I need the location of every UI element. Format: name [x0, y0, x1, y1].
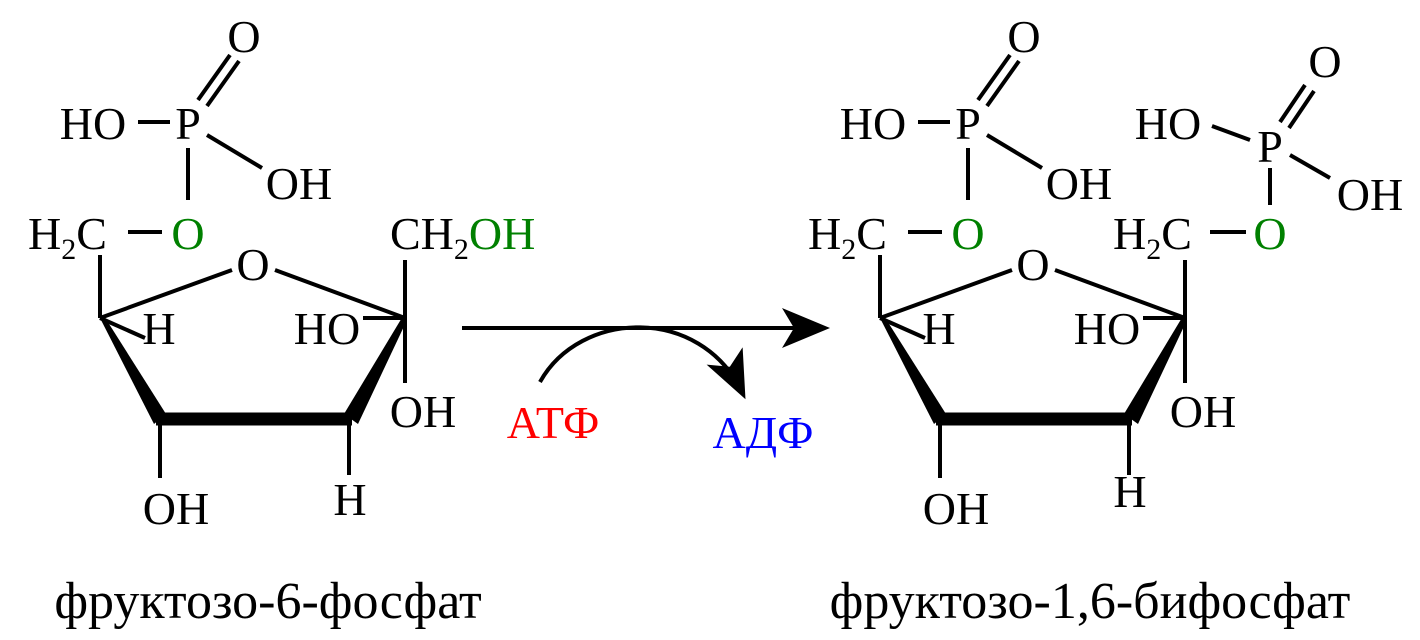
double-bond-oxygen-1: O	[1007, 11, 1040, 62]
c6-c: C	[76, 208, 107, 259]
bond-p1-o-double-a	[976, 53, 1012, 102]
phosphate-ho-label: HO	[60, 98, 126, 149]
fructose-1-6-bisphosphate-structure: P O HO OH O H2C O H HO OH H OH H2C O P O…	[808, 11, 1403, 534]
bond-p-o-double-a	[196, 53, 232, 102]
ester-oxygen: O	[171, 208, 204, 259]
ring-oxygen: O	[1016, 239, 1049, 290]
phosphate-oh-label: OH	[266, 158, 332, 209]
product-name: фруктозо-1,6-бифосфат	[830, 573, 1351, 630]
bond-ho-p2	[1211, 124, 1251, 142]
ring-oxygen: O	[236, 239, 269, 290]
bond-p2-o-double-b	[1287, 89, 1316, 130]
phosphorus-atom-1: P	[955, 98, 981, 149]
c1-h2c-label: H2C	[1113, 208, 1192, 266]
c6-subscript: 2	[61, 233, 76, 266]
bond-c5-h	[99, 316, 146, 340]
c2-oh-label: OH	[1170, 386, 1236, 437]
bond-ring-o-c2	[274, 268, 406, 320]
cofactor-curved-arrow	[538, 325, 746, 400]
c1-c: C	[1161, 208, 1192, 259]
atp-label: АТФ	[507, 397, 600, 448]
wedge-c3-c2	[344, 316, 407, 424]
c5-h-label: H	[922, 303, 955, 354]
c3-ho-label: HO	[294, 303, 360, 354]
phosphorus-atom-2: P	[1257, 121, 1283, 172]
ester-oxygen-1: O	[951, 208, 984, 259]
wedge-c5-c4	[100, 316, 166, 424]
c6-h2c-label: H2C	[28, 208, 107, 266]
bond-p1-oh	[985, 133, 1044, 170]
c1-subscript: 2	[454, 233, 469, 266]
phosphate1-oh-label: OH	[1046, 158, 1112, 209]
reaction-arrow-group: АТФ АДФ	[462, 308, 830, 458]
phosphate1-ho-label: HO	[840, 98, 906, 149]
c5-h-label: H	[142, 303, 175, 354]
bond-p-oh	[205, 133, 264, 170]
reactant-name: фруктозо-6-фосфат	[54, 573, 481, 630]
double-bond-oxygen: O	[227, 11, 260, 62]
c1-ch2oh-label: CH2OH	[390, 208, 535, 266]
bond-p2-o-double-a	[1278, 83, 1307, 124]
c4-oh-label: OH	[143, 483, 209, 534]
c1-h: H	[1113, 208, 1146, 259]
ester-oxygen-2: O	[1253, 208, 1286, 259]
c6-c: C	[856, 208, 887, 259]
c1-ch: CH	[390, 208, 454, 259]
c6-h: H	[28, 208, 61, 259]
c3-h-label: H	[1113, 466, 1146, 517]
bond-c5-ring-o	[99, 268, 233, 320]
bond-p-o-double-b	[205, 59, 241, 108]
bond-p1-o-double-b	[985, 59, 1021, 108]
c1-oh: OH	[469, 208, 535, 259]
double-bond-oxygen-2: O	[1308, 36, 1341, 87]
c6-h2c-label: H2C	[808, 208, 887, 266]
bond-p2-oh	[1289, 153, 1331, 180]
fructose-6-phosphate-structure: P O HO OH O H2C O H HO OH H OH CH2OH	[28, 11, 535, 534]
bond-ring-o-c2	[1054, 268, 1186, 320]
c2-oh-label: OH	[390, 386, 456, 437]
phosphate2-oh-label: OH	[1337, 169, 1403, 220]
wedge-c3-c2	[1124, 316, 1187, 424]
wedge-c5-c4	[880, 316, 946, 424]
c3-h-label: H	[333, 474, 366, 525]
bond-c5-ring-o	[879, 268, 1013, 320]
c6-subscript: 2	[841, 233, 856, 266]
phosphorus-atom: P	[175, 98, 201, 149]
c4-oh-label: OH	[923, 483, 989, 534]
phosphate2-ho-label: HO	[1135, 98, 1201, 149]
c1-subscript: 2	[1146, 233, 1161, 266]
c6-h: H	[808, 208, 841, 259]
c3-ho-label: HO	[1074, 303, 1140, 354]
bond-c5-h	[879, 316, 926, 340]
adp-label: АДФ	[713, 407, 814, 458]
